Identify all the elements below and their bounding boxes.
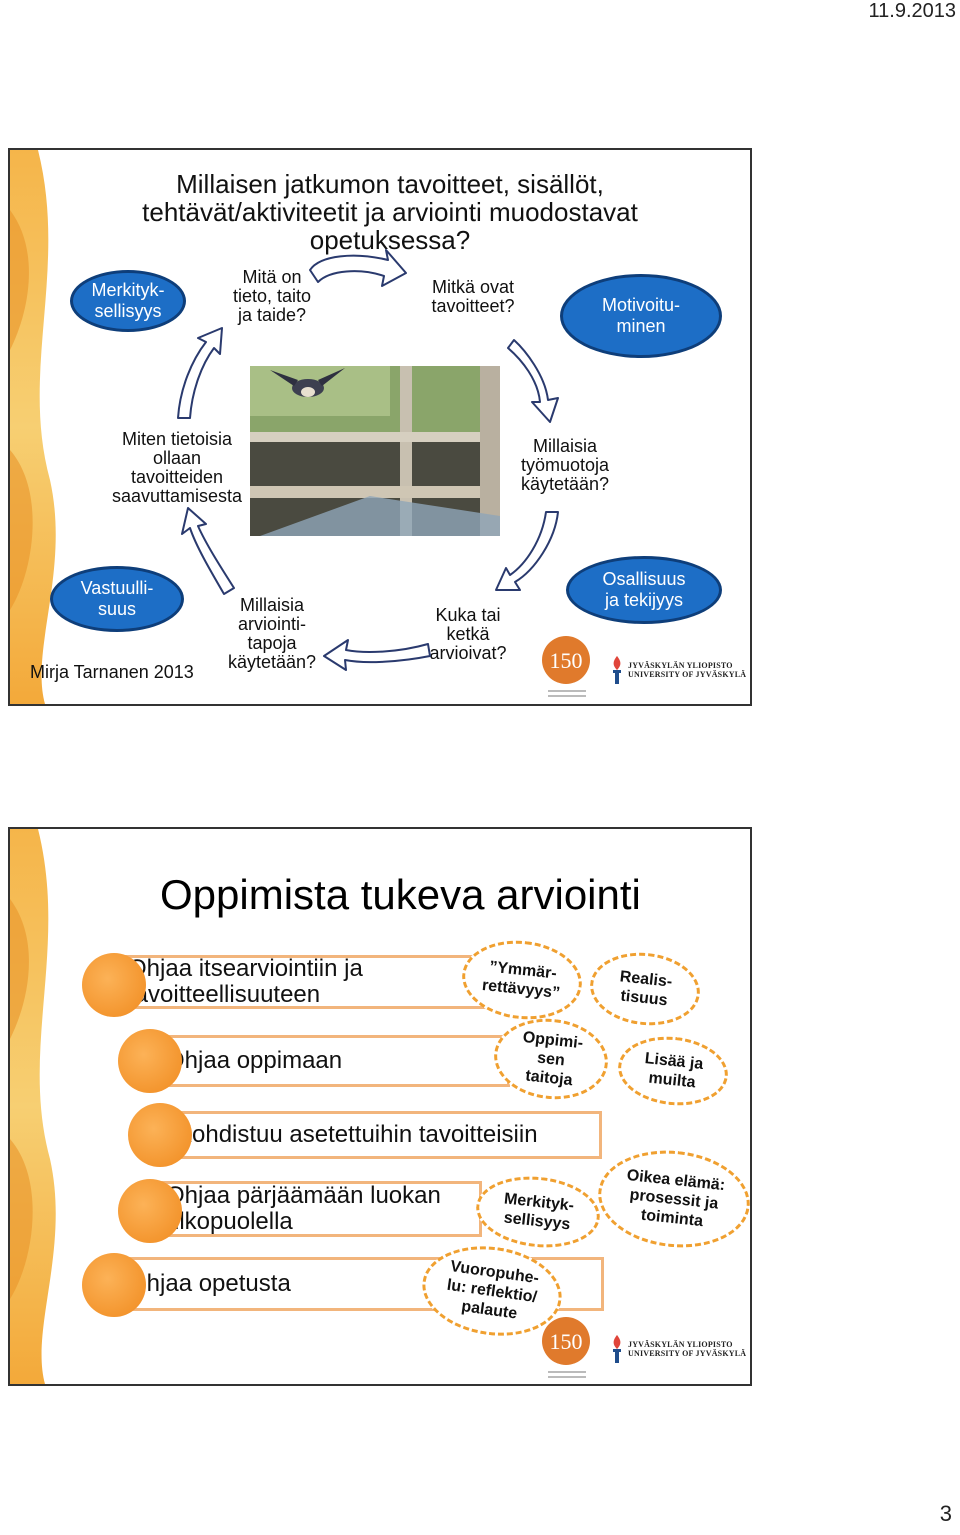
arrow-top-icon [309,249,407,287]
arrow-right-bottom-icon [495,511,559,591]
cycle-q2: Mitkä ovat tavoitteet? [431,277,515,316]
bubble-oikea-elama: Oikea elämä: prosessit ja toiminta [593,1143,750,1255]
bullet-circle-4 [118,1179,182,1243]
decorative-leaf-strip [10,829,56,1384]
bubble-oppimisen-taitoja: Oppimi- sen taitoja [490,1013,612,1105]
cycle-q6: Miten tietoisia ollaan tavoitteiden saav… [111,429,243,506]
bubble-merkityksellisyys: Merkityk- sellisyys [472,1170,604,1254]
bullet-circle-1 [82,953,146,1017]
torch-icon [613,1335,621,1363]
cycle-q1: Mitä on tieto, taito ja taide? [232,267,312,325]
page-number: 3 [939,1501,952,1526]
cycle-q4: Kuka tai ketkä arvioivat? [429,605,507,663]
bubble-ymmarrettavyys: ”Ymmär- rettävyys” [458,934,586,1026]
oval-motivoituminen: Motivoitu- minen [560,274,722,358]
window-bird-photo [250,366,500,536]
author-credit: Mirja Tarnanen 2013 [30,662,194,682]
cycle-q3: Millaisia työmuotoja käytetään? [520,436,610,494]
band-tavoitteisiin: Kohdistuu asetettuihin tavoitteisiin [170,1111,602,1159]
bubble-lisaa-ja-muilta: Lisää ja muilta [614,1031,732,1111]
bullet-circle-5 [82,1253,146,1317]
band-luokan-ulkopuolella: Ohjaa pärjäämään luokan ulkopuolella [160,1181,482,1237]
slide-2: Oppimista tukeva arviointi Ohjaa itsearv… [8,827,752,1386]
anniversary-150-logo: 150 [542,1317,590,1378]
bubble-realistisuus: Realis- tisuus [586,947,704,1031]
anniversary-150-logo: 150 [542,636,590,697]
university-logo: JYVÄSKYLÄN YLIOPISTO UNIVERSITY OF JYVÄS… [610,656,746,684]
arrow-bottom-icon [323,639,431,671]
slide2-title: Oppimista tukeva arviointi [160,871,641,918]
decorative-leaf-strip [10,150,56,704]
cycle-arrows [177,249,559,671]
svg-text:150: 150 [550,1329,583,1354]
arrow-left-bottom-icon [181,507,235,595]
svg-text:150: 150 [550,648,583,673]
bullet-circle-3 [128,1103,192,1167]
torch-icon [613,656,621,684]
cycle-q5: Millaisia arviointi- tapoja käytetään? [227,595,317,672]
bullet-circle-2 [118,1029,182,1093]
arrow-left-top-icon [177,327,223,419]
oval-merkityksellisyys: Merkityk- sellisyys [70,270,186,332]
oval-osallisuus: Osallisuus ja tekijyys [566,556,722,624]
band-itsearviointi: Ohjaa itsearviointiin ja tavoitteellisuu… [122,955,492,1009]
oval-vastuullisuus: Vastuulli- suus [50,566,184,632]
arrow-right-top-icon [507,339,559,423]
university-logo: JYVÄSKYLÄN YLIOPISTO UNIVERSITY OF JYVÄS… [610,1335,746,1363]
band-ohjaa-oppimaan: Ohjaa oppimaan [160,1035,510,1087]
slide-1: Millaisen jatkumon tavoitteet, sisällöt,… [8,148,752,706]
header-date: 11.9.2013 [868,0,957,22]
slide1-title: Millaisen jatkumon tavoitteet, sisällöt,… [142,169,638,255]
